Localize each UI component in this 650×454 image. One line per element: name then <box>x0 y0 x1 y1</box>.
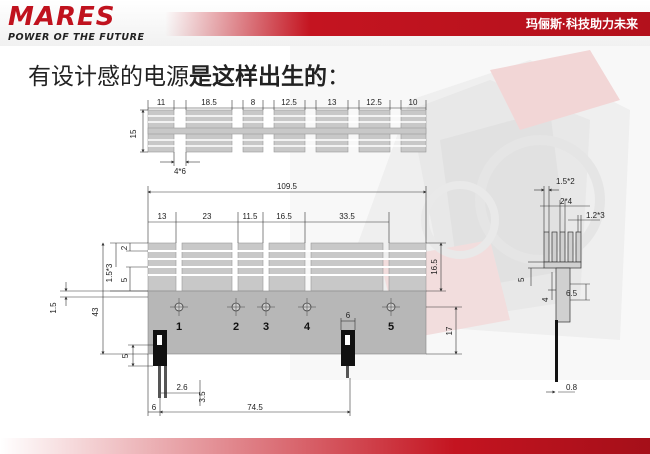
page-title: 有设计感的电源是这样出生的： <box>28 62 350 90</box>
base-plate <box>147 290 427 355</box>
pin-pitch-dim: 2.6 <box>176 383 188 392</box>
top-view: 11 18.5 8 12.5 13 12.5 10 4*6 15 <box>129 98 427 176</box>
pin-spacing-dim: 74.5 <box>247 403 263 412</box>
top-dim-1: 11 <box>157 98 166 107</box>
logo-wordmark: MARES <box>8 2 116 32</box>
seg-dim-2: 23 <box>203 212 212 221</box>
total-width-dim: 109.5 <box>277 182 298 191</box>
brand-logo: MARES POWER OF THE FUTURE <box>8 4 144 43</box>
seg-dim-5: 33.5 <box>339 212 355 221</box>
side-dim-0-8: 0.8 <box>566 383 578 392</box>
terminal-right <box>341 330 355 378</box>
side-view: 1.5*2 2*4 1.2*3 5 6.5 4 0.8 <box>517 177 605 394</box>
side-dim-6-5: 6.5 <box>566 289 578 298</box>
top-dim-4: 12.5 <box>281 98 297 107</box>
side-dim-fin-pitch: 1.5*2 <box>556 177 575 186</box>
top-dim-6: 12.5 <box>366 98 382 107</box>
footer-red-bar <box>0 438 650 454</box>
brand-tagline: POWER OF THE FUTURE <box>8 32 145 43</box>
terminal-left <box>153 330 167 398</box>
pin-length-dim: 3.5 <box>198 391 207 403</box>
left-dim-5: 5 <box>120 277 129 282</box>
top-height-dim: 15 <box>129 129 138 138</box>
title-emphasis: 是这样出生的 <box>189 63 327 89</box>
right-dim-17: 17 <box>445 326 454 335</box>
left-dim-fins: 1.5*3 <box>105 263 114 282</box>
header-slogan: 玛俪斯·科技助力未来 <box>526 17 638 31</box>
seg-dim-1: 13 <box>158 212 167 221</box>
hole-label-5: 5 <box>388 321 394 333</box>
pin-width-dim: 6 <box>346 311 351 320</box>
top-gap-dim: 4*6 <box>174 167 187 176</box>
left-dim-1-5: 1.5 <box>49 302 58 314</box>
hole-label-1: 1 <box>176 321 182 333</box>
pin-height-dim: 5 <box>121 353 130 358</box>
top-dim-2: 18.5 <box>201 98 217 107</box>
front-view: 1 2 3 4 5 <box>49 182 462 416</box>
top-dim-5: 13 <box>328 98 337 107</box>
side-dim-4: 4 <box>541 297 550 302</box>
top-dim-7: 10 <box>409 98 418 107</box>
engine-background-image <box>290 20 650 380</box>
title-prefix: 有设计感的电源 <box>28 63 189 89</box>
hole-label-2: 2 <box>233 321 239 333</box>
seg-dim-3: 11.5 <box>243 212 259 221</box>
side-dim-5: 5 <box>517 277 526 282</box>
left-dim-43: 43 <box>91 307 100 316</box>
pin-offset-dim: 6 <box>152 403 157 412</box>
seg-dim-4: 16.5 <box>276 212 292 221</box>
title-suffix: ： <box>327 63 350 89</box>
right-dim-16-5: 16.5 <box>430 259 439 275</box>
side-dim-fin-gap: 2*4 <box>560 197 573 206</box>
side-pin <box>555 320 558 382</box>
header-red-bar: 玛俪斯·科技助力未来 <box>165 12 650 36</box>
hole-label-3: 3 <box>263 321 269 333</box>
left-dim-2: 2 <box>120 245 129 250</box>
hole-label-4: 4 <box>304 321 311 333</box>
top-dim-3: 8 <box>251 98 256 107</box>
side-dim-fin-thick: 1.2*3 <box>586 211 605 220</box>
